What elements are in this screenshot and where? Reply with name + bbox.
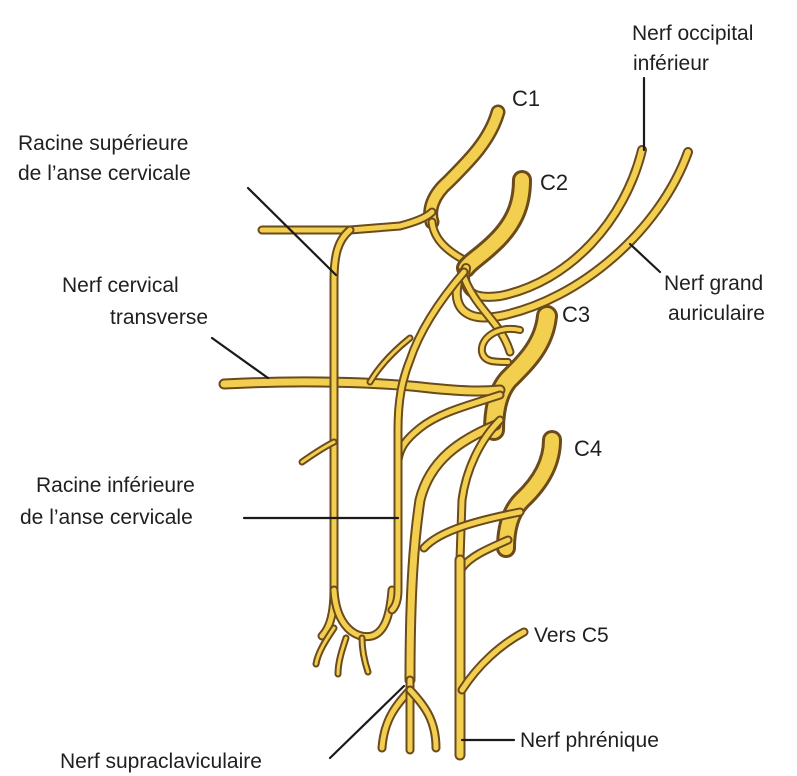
label-transverse-2: transverse	[110, 306, 208, 329]
label-occipital-2: inférieur	[633, 52, 709, 75]
c5-connection	[462, 632, 524, 690]
label-racine-sup-1: Racine supérieure	[18, 132, 188, 155]
nerve-group	[224, 112, 688, 755]
label-racine-sup-2: de l’anse cervicale	[18, 162, 191, 185]
label-grand-auric-1: Nerf grand	[664, 272, 763, 295]
leader-grand-auriculaire	[630, 244, 660, 272]
label-supraclav: Nerf supraclaviculaire	[60, 750, 262, 773]
leader-supraclav	[330, 686, 404, 758]
label-transverse-1: Nerf cervical	[62, 274, 179, 297]
label-c1: C1	[512, 86, 540, 111]
label-vers-c5: Vers C5	[534, 624, 609, 647]
label-c4: C4	[574, 436, 602, 461]
leader-transverse	[212, 338, 268, 378]
c1-c2-loop	[432, 222, 468, 262]
label-racine-inf-2: de l’anse cervicale	[20, 506, 193, 529]
c3-loop	[482, 329, 520, 362]
label-c3: C3	[562, 302, 590, 327]
ansa-twig-fill	[302, 442, 334, 462]
ansa-superior-root-fill	[322, 230, 350, 636]
c1-root-fill	[431, 112, 498, 222]
label-grand-auric-2: auriculaire	[668, 302, 765, 325]
label-phrenique: Nerf phrénique	[520, 729, 659, 752]
labels: C1 C2 C3 C4 Vers C5 Nerf occipital infér…	[18, 22, 765, 773]
label-racine-inf-1: Racine inférieure	[36, 474, 195, 497]
label-occipital-1: Nerf occipital	[632, 22, 753, 45]
c4-root-fill	[506, 440, 552, 548]
label-c2: C2	[540, 170, 568, 195]
